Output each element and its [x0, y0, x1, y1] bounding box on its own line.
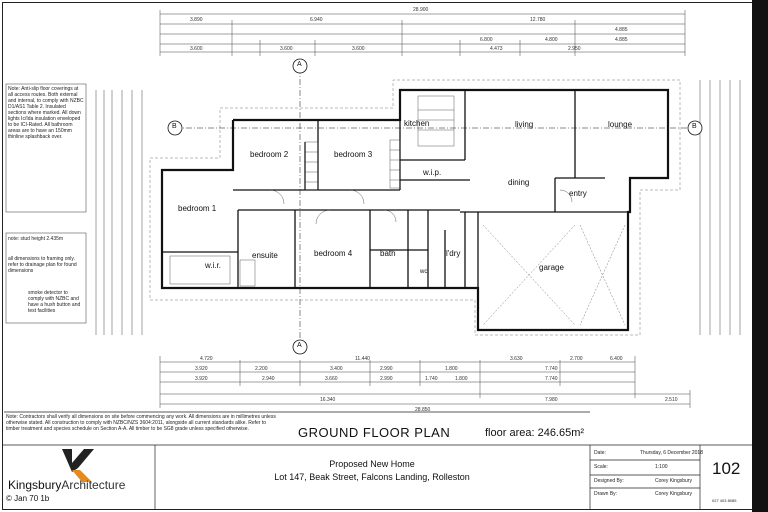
- section-marker-a-top: A: [297, 61, 302, 68]
- eaves-outline: [149, 79, 681, 336]
- room-laundry: l'dry: [446, 249, 461, 258]
- room-ensuite: ensuite: [252, 251, 278, 260]
- notes-box: [5, 83, 87, 213]
- garage-doors: [482, 224, 626, 326]
- door-swings: [269, 189, 573, 225]
- designed-by-value: Corey Kingsbury: [655, 478, 692, 484]
- left-dimension-lines: [95, 90, 143, 335]
- drawn-by-label: Drawn By:: [594, 491, 618, 497]
- dim-top-r3-1: 3.600: [190, 46, 203, 52]
- dim-top-r1-3: 12.780: [530, 17, 546, 23]
- floor-area: floor area: 246.65m²: [485, 427, 585, 439]
- section-lines: [175, 68, 690, 345]
- dim-bot-r1-4: 2.700: [570, 356, 583, 362]
- room-bedroom-1: bedroom 1: [178, 204, 217, 213]
- kitchen-cabinetry: [169, 95, 455, 287]
- phone-number: 027 403 8085: [712, 498, 737, 503]
- room-entry: entry: [569, 189, 587, 198]
- room-bedroom-4: bedroom 4: [314, 249, 353, 258]
- note-block-1: Note: Anti-slip floor coverings at all a…: [8, 86, 84, 140]
- room-bedroom-2: bedroom 2: [250, 150, 289, 159]
- drawn-by-value: Corey Kingsbury: [655, 491, 692, 497]
- dim-bot-r1-3: 3.630: [510, 356, 523, 362]
- sheet-number: 102: [712, 459, 741, 478]
- room-dining: dining: [508, 178, 530, 187]
- dim-bot-r3-7: 7.740: [545, 376, 558, 382]
- dim-top-r1-1: 3.890: [190, 17, 203, 23]
- dim-bot-r2-4: 2.990: [380, 366, 393, 372]
- dim-bot-overall: 28.850: [415, 407, 431, 413]
- dim-bot-r1-1: 4.720: [200, 356, 213, 362]
- scale-label: Scale:: [594, 464, 608, 470]
- dim-bot-r2-6: 7.740: [545, 366, 558, 372]
- room-kitchen: kitchen: [404, 119, 430, 128]
- general-notes: Note: Contractors shall verify all dimen…: [6, 414, 276, 432]
- bottom-dimension-lines: [159, 356, 691, 408]
- dim-bot-r4-1: 16.340: [320, 397, 336, 403]
- notes-box-2: [5, 232, 87, 324]
- date-stamp: © Jan 70 1b: [6, 494, 50, 503]
- dim-top-r3-3: 3.600: [352, 46, 365, 52]
- dim-bot-r3-4: 2.990: [380, 376, 393, 382]
- brand-logo-mark: [62, 449, 94, 482]
- dim-bot-r3-2: 2.940: [262, 376, 275, 382]
- title-block-lines: [2, 411, 752, 510]
- section-marker-b-left: B: [172, 123, 177, 130]
- dim-bot-r1-2: 11.440: [355, 356, 370, 362]
- dim-bot-r3-3: 3.660: [325, 376, 338, 382]
- dim-bot-r2-1: 3.920: [195, 366, 208, 372]
- room-lounge: lounge: [608, 120, 633, 129]
- room-wir: w.i.r.: [205, 261, 222, 270]
- section-marker-circles: [167, 58, 703, 355]
- date-value: Thursday, 6 December 2018: [640, 450, 703, 456]
- dim-bot-r2-3: 3.400: [330, 366, 343, 372]
- exterior-walls: [160, 88, 670, 332]
- brand-name-part2: Architecture: [61, 478, 126, 492]
- dim-top-r3-5: 2.950: [568, 46, 581, 52]
- dim-bot-r4-3: 2.510: [665, 397, 678, 403]
- plan-title: GROUND FLOOR PLAN: [298, 425, 451, 440]
- dim-bot-r3-5: 1.740: [425, 376, 438, 382]
- dim-top-overall: 28.900: [413, 7, 429, 13]
- dim-bot-r2-2: 2.200: [255, 366, 268, 372]
- dim-top-r3-2: 3.600: [280, 46, 293, 52]
- section-marker-a-bottom: A: [297, 342, 302, 349]
- dim-bot-r1-5: 6.400: [610, 356, 623, 362]
- dim-top-r2-3: 4.885: [615, 37, 628, 43]
- dim-top-r1-2: 6.940: [310, 17, 323, 23]
- room-bath: bath: [380, 249, 396, 258]
- brand-name-part1: Kingsbury: [8, 478, 62, 492]
- dim-top-r3-4: 4.473: [490, 46, 503, 52]
- dim-top-r1-4: 4.885: [615, 27, 628, 33]
- date-label: Date:: [594, 450, 606, 456]
- room-living: living: [515, 120, 534, 129]
- dim-bot-r3-6: 1.800: [455, 376, 468, 382]
- note-dimensions: all dimensions to framing only. refer to…: [8, 256, 77, 274]
- note-stud-height: note: stud height 2.435m: [8, 236, 64, 242]
- project-address: Lot 147, Beak Street, Falcons Landing, R…: [274, 472, 470, 482]
- dim-top-r2-2: 4.800: [545, 37, 558, 43]
- scale-value: 1:100: [655, 464, 668, 470]
- room-wc: wc: [420, 269, 428, 275]
- designed-by-label: Designed By:: [594, 478, 624, 484]
- room-bedroom-3: bedroom 3: [334, 150, 373, 159]
- right-dimension-lines: [699, 80, 741, 335]
- dim-bot-r3-1: 3.920: [195, 376, 208, 382]
- top-dimension-lines: [159, 10, 686, 56]
- brand-name: KingsburyArchitecture: [8, 478, 125, 492]
- section-marker-b-right: B: [692, 123, 697, 130]
- dim-bot-r2-5: 1.800: [445, 366, 458, 372]
- project-title: Proposed New Home: [329, 459, 415, 469]
- room-wip: w.i.p.: [423, 168, 442, 177]
- note-smoke-detector: smoke detector to comply with NZBC and h…: [28, 290, 81, 314]
- room-garage: garage: [539, 263, 564, 272]
- right-edge-bar: [752, 0, 768, 512]
- dim-top-r2-1: 6.800: [480, 37, 493, 43]
- dim-bot-r4-2: 7.980: [545, 397, 558, 403]
